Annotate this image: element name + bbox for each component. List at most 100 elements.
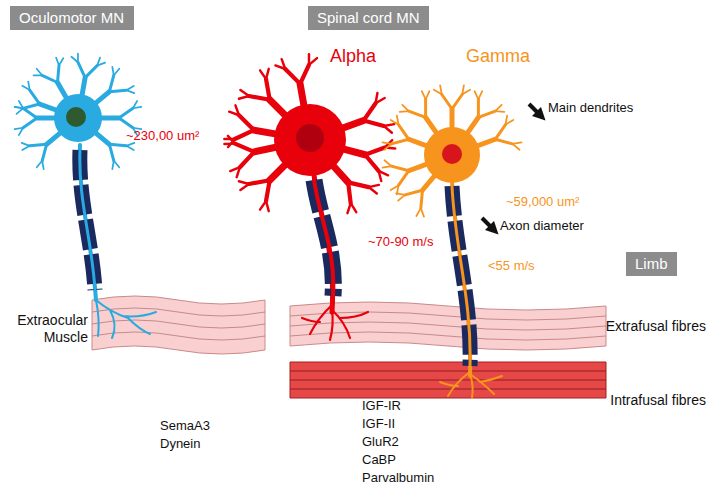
dendrite bbox=[513, 144, 520, 150]
dendrite bbox=[114, 161, 119, 168]
oculomotor-axon bbox=[80, 145, 156, 338]
dendrite bbox=[56, 58, 59, 66]
dendrite bbox=[409, 111, 426, 117]
dendrite bbox=[285, 69, 300, 84]
alpha-axon bbox=[302, 175, 368, 340]
dendrites bbox=[15, 54, 522, 217]
dendrite bbox=[97, 63, 105, 66]
annotation: Extraocular Muscle bbox=[6, 312, 88, 346]
dendrite bbox=[384, 144, 391, 150]
dendrite bbox=[348, 182, 351, 203]
marker-label: Dynein bbox=[160, 436, 200, 452]
header-box: Spinal cord MN bbox=[308, 6, 429, 30]
dendrite bbox=[300, 65, 309, 84]
dendrite bbox=[462, 90, 470, 95]
dendrite bbox=[30, 144, 47, 145]
dendrite bbox=[112, 161, 113, 169]
dendrite bbox=[391, 166, 408, 171]
dendrite bbox=[42, 75, 57, 82]
neuron-type-label: Gamma bbox=[466, 46, 530, 68]
extraocular-muscle bbox=[92, 296, 265, 354]
gamma-axon bbox=[440, 180, 502, 398]
dendrite bbox=[112, 67, 113, 75]
dendrite bbox=[495, 105, 501, 111]
dendrite bbox=[478, 91, 482, 99]
dendrite bbox=[240, 152, 254, 167]
marker-label: GluR2 bbox=[362, 434, 399, 450]
dendrite bbox=[405, 190, 422, 195]
dendrite bbox=[422, 91, 426, 99]
dendrite bbox=[398, 195, 405, 201]
dendrite bbox=[28, 82, 29, 90]
dendrite bbox=[365, 155, 378, 171]
dendrite bbox=[424, 99, 427, 117]
dendrite bbox=[364, 121, 384, 126]
dendrite bbox=[452, 94, 462, 109]
dendrite bbox=[235, 105, 239, 115]
dendrite bbox=[119, 108, 133, 118]
dendrite bbox=[365, 148, 385, 155]
dendrite bbox=[309, 58, 317, 65]
marker-label: IGF-II bbox=[362, 416, 395, 432]
dendrite bbox=[369, 187, 377, 193]
dendrite bbox=[23, 118, 37, 128]
dendrite bbox=[240, 90, 249, 96]
dendrite bbox=[376, 98, 385, 103]
dendrite bbox=[397, 116, 399, 125]
dendrite bbox=[77, 54, 79, 63]
dendrite bbox=[239, 115, 254, 130]
header-text: Spinal cord MN bbox=[317, 9, 420, 26]
dendrite bbox=[384, 126, 392, 133]
dendrite bbox=[119, 118, 133, 128]
dendrite bbox=[228, 136, 235, 144]
dendrite bbox=[364, 103, 376, 120]
dendrite bbox=[347, 203, 350, 213]
dendrite bbox=[495, 139, 512, 144]
marker-label: IGF-IR bbox=[362, 398, 401, 414]
dendrite bbox=[22, 143, 30, 146]
dendrite bbox=[37, 161, 42, 168]
dendrite bbox=[506, 120, 514, 125]
annotation: Intrafusal fibres bbox=[610, 392, 706, 409]
dendrite bbox=[239, 181, 249, 184]
dendrite bbox=[126, 86, 133, 90]
dendrite bbox=[416, 208, 421, 216]
dendrite bbox=[109, 90, 126, 91]
dendrite bbox=[235, 130, 254, 139]
annotation: ~70-90 m/s bbox=[368, 234, 433, 250]
dendrite bbox=[348, 182, 368, 187]
dendrite bbox=[126, 143, 134, 146]
extrafusal-fibres-band bbox=[290, 302, 606, 350]
dendrite bbox=[58, 66, 59, 83]
dendrite bbox=[42, 144, 46, 160]
annotation: Axon diameter bbox=[500, 218, 584, 234]
dendrite bbox=[260, 201, 266, 210]
dendrite bbox=[426, 91, 430, 99]
annotation: ~59,000 um² bbox=[506, 194, 579, 210]
dendrite bbox=[249, 96, 270, 100]
dendrite bbox=[42, 161, 43, 169]
dendrite bbox=[442, 94, 452, 109]
dendrite bbox=[477, 99, 480, 117]
header-box: Oculomotor MN bbox=[10, 6, 134, 30]
main-dendrites-arrow bbox=[529, 104, 541, 116]
dendrite bbox=[114, 69, 119, 76]
dendrite bbox=[133, 107, 141, 108]
dendrite bbox=[398, 171, 408, 186]
dendrite bbox=[391, 185, 399, 190]
dendrite bbox=[440, 85, 442, 94]
dendrite bbox=[78, 62, 85, 77]
dendrite bbox=[478, 111, 495, 117]
dendrite bbox=[235, 144, 254, 152]
dendrite bbox=[109, 144, 113, 160]
dendrite bbox=[384, 160, 391, 166]
dendrite bbox=[379, 171, 382, 181]
annotation: Main dendrites bbox=[548, 100, 633, 116]
annotation: Extrafusal fibres bbox=[606, 318, 706, 335]
dendrite bbox=[383, 166, 392, 168]
header-box: Limb bbox=[626, 252, 677, 276]
dendrite bbox=[22, 146, 29, 150]
dendrite bbox=[23, 104, 39, 108]
dendrite bbox=[37, 69, 42, 76]
